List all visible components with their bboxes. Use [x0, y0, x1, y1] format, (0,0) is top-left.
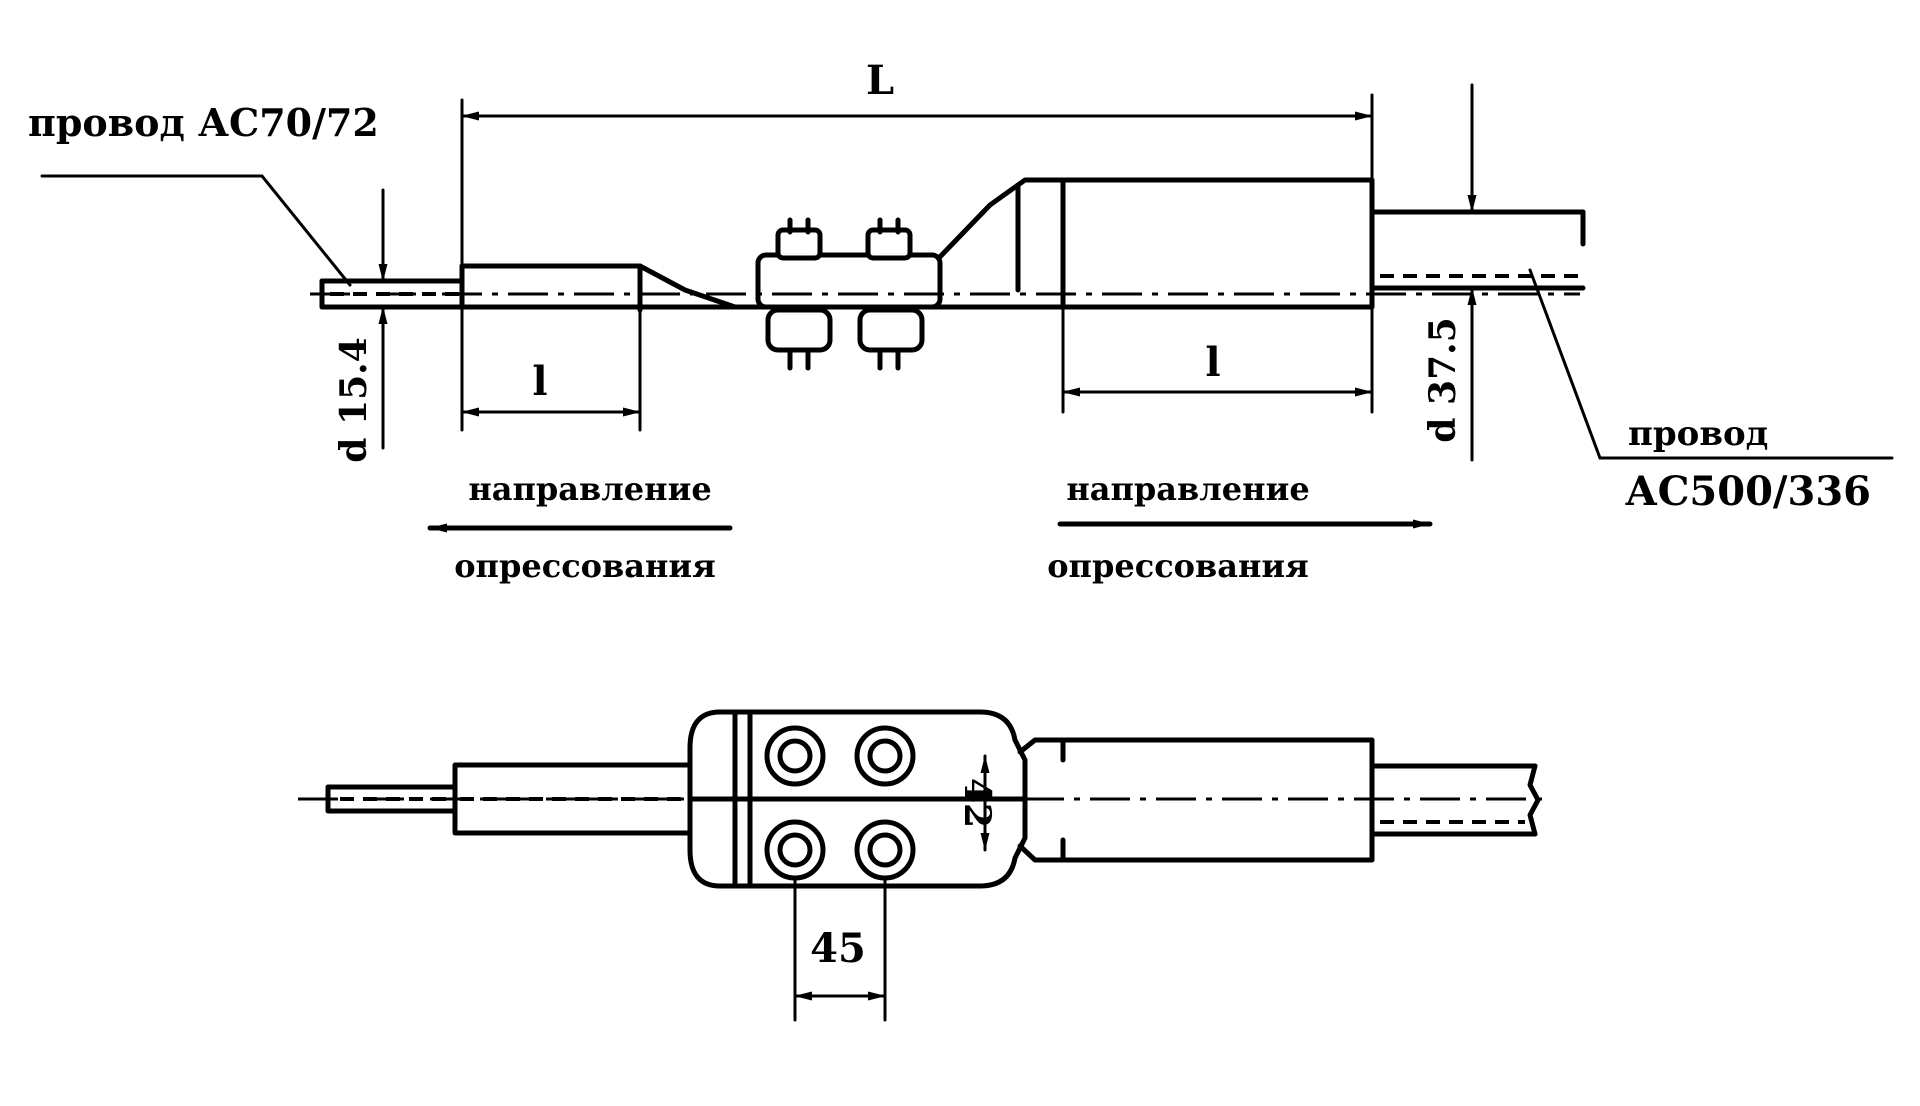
small-sleeve: [459, 263, 738, 313]
dimension-42: 42: [956, 754, 998, 852]
dimension-d-right: d 37.5: [1422, 83, 1477, 462]
press-direction-left: направление опрессования: [427, 470, 733, 585]
dimension-d-left: d 15.4: [333, 188, 388, 463]
dim-L-label: L: [866, 57, 894, 104]
dim-l-right-label: l: [1205, 339, 1220, 386]
right-wire: [1369, 209, 1586, 291]
bolt: [854, 725, 916, 787]
dim-45-label: 45: [810, 925, 866, 972]
large-sleeve: [932, 177, 1375, 310]
wire-left-callout: провод АС70/72: [28, 100, 379, 287]
dimension-L: L: [460, 57, 1374, 268]
top-view: 42 45: [298, 709, 1548, 1022]
dir-left-label-2: опрессования: [454, 547, 716, 585]
wire-right-label-1: провод: [1628, 414, 1768, 454]
dir-left-label-1: направление: [468, 470, 711, 508]
bolt: [764, 725, 826, 787]
dimension-l-left: l: [460, 305, 642, 432]
side-view: L l l d 15.4 d 37.5: [28, 57, 1894, 585]
dir-right-label-1: направление: [1066, 470, 1309, 508]
wire-left-label: провод АС70/72: [28, 100, 379, 145]
wire-right-label-2: АС500/336: [1625, 468, 1871, 515]
dimension-45: 45: [793, 876, 887, 1022]
dim-d-left-label: d 15.4: [333, 337, 375, 462]
bolt: [854, 819, 916, 881]
dimension-l-right: l: [1061, 305, 1374, 414]
dim-42-label: 42: [956, 778, 998, 828]
dir-right-label-2: опрессования: [1047, 547, 1309, 585]
bolt: [764, 819, 826, 881]
press-direction-right: направление опрессования: [1047, 470, 1433, 585]
dim-d-right-label: d 37.5: [1422, 317, 1464, 442]
dim-l-left-label: l: [532, 358, 547, 405]
wire-right-callout: провод АС500/336: [1528, 268, 1894, 515]
